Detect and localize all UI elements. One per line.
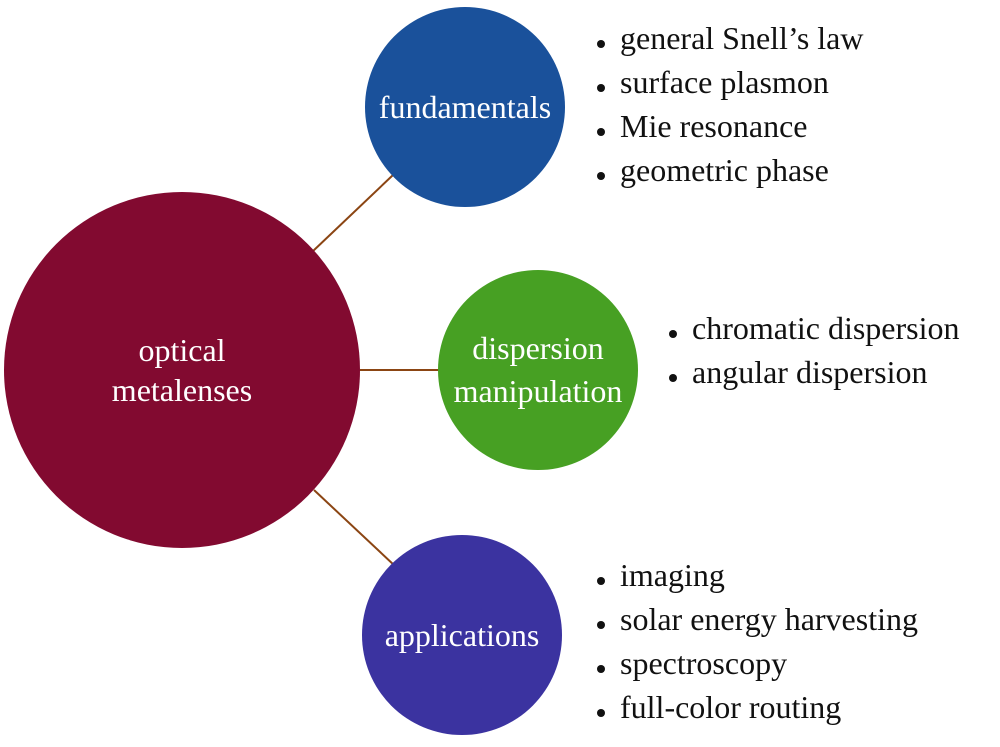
root-node-optical-metalenses: optical metalenses [4,192,360,548]
branch-label-line-1: dispersion [472,329,604,366]
dispersion-list: chromatic dispersion angular dispersion [664,306,959,394]
root-label-line-1: optical [138,332,226,368]
list-item: imaging [592,553,918,597]
connector-fundamentals [311,174,394,253]
connector-applications [313,489,396,567]
branch-label: fundamentals [378,89,552,125]
branch-node-applications: applications [362,535,562,735]
list-item: chromatic dispersion [664,306,959,350]
list-item: solar energy harvesting [592,597,918,641]
branch-node-fundamentals: fundamentals [365,7,565,207]
list-item: general Snell’s law [592,16,863,60]
fundamentals-list: general Snell’s law surface plasmon Mie … [592,16,863,192]
list-item: angular dispersion [664,350,959,394]
branch-label-line-2: manipulation [453,373,623,409]
list-item: geometric phase [592,148,863,192]
applications-list: imaging solar energy harvesting spectros… [592,553,918,729]
branch-node-dispersion-manipulation: dispersion manipulation [438,270,638,470]
list-item: spectroscopy [592,641,918,685]
list-item: full-color routing [592,685,918,729]
list-item: surface plasmon [592,60,863,104]
branch-label: applications [384,617,540,653]
root-label-line-2: metalenses [111,372,253,408]
list-item: Mie resonance [592,104,863,148]
